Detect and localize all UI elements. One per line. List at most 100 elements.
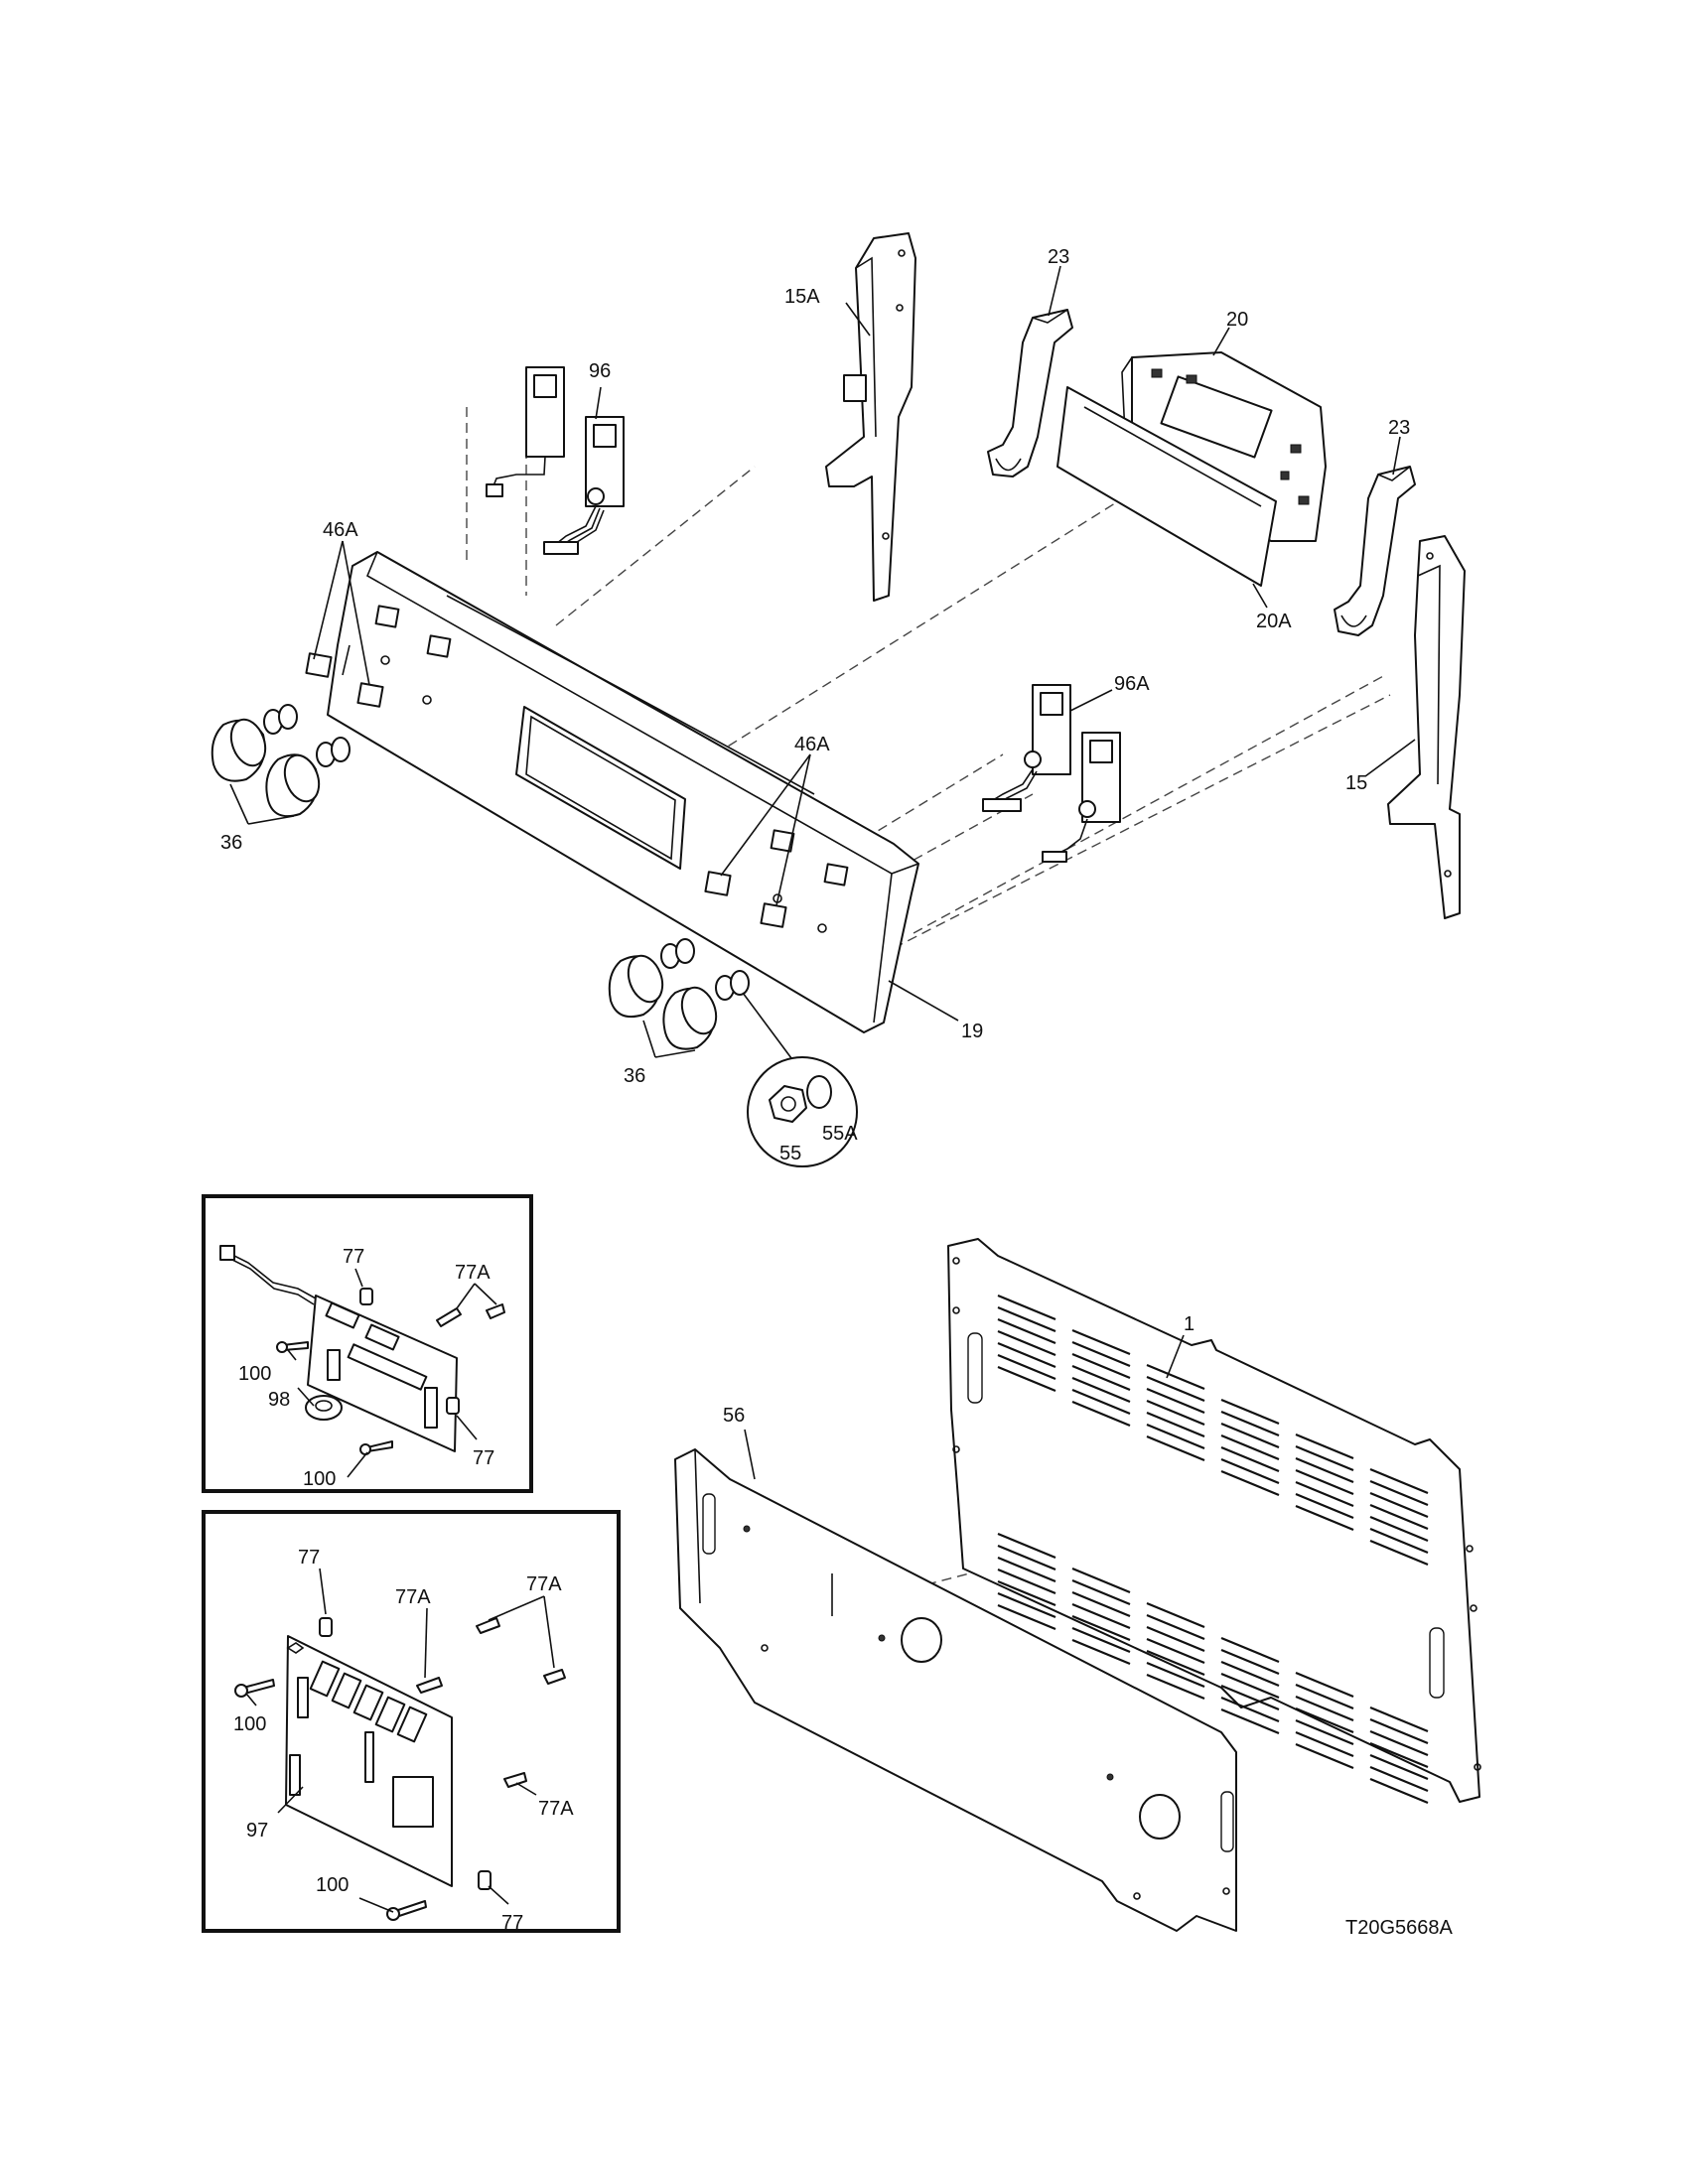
louver-slot [997, 1544, 1056, 1571]
nut-washer-detail-circle [742, 992, 858, 1167]
louver-slot [1071, 1340, 1131, 1368]
louver-slot [1220, 1707, 1280, 1735]
callout-96: 96 [589, 360, 611, 382]
louver-slot [1146, 1673, 1205, 1701]
louver-slot [1146, 1601, 1205, 1629]
callout-23-upper: 23 [1048, 246, 1069, 268]
louver-slot [1295, 1683, 1354, 1710]
louver-slot [997, 1556, 1056, 1583]
louver-slot [1220, 1410, 1280, 1437]
callout-55a: 55A [822, 1123, 858, 1145]
louver-slot [1295, 1468, 1354, 1496]
louver-slot [1220, 1398, 1280, 1426]
louver-slot [1295, 1444, 1354, 1472]
louver-slot [1071, 1376, 1131, 1404]
louver-slot [1071, 1328, 1131, 1356]
main-leader-lines [229, 265, 1416, 1480]
inset2-callout-77a-middle: 77A [538, 1798, 574, 1820]
louver-slot [1369, 1753, 1429, 1781]
louver-slot [1146, 1661, 1205, 1689]
louver-slot [1369, 1467, 1429, 1495]
electronic-control-20 [1121, 351, 1327, 542]
louver-slot [1071, 1400, 1131, 1428]
louver-slot [997, 1329, 1056, 1357]
callout-56: 56 [723, 1405, 745, 1427]
louver-slot [1295, 1718, 1354, 1746]
callout-55: 55 [779, 1143, 801, 1164]
knobs-36 [211, 715, 722, 1050]
louver-slot [1295, 1492, 1354, 1520]
callout-20a: 20A [1256, 611, 1292, 632]
louver-slot [1369, 1717, 1429, 1745]
louver-slot [1369, 1777, 1429, 1805]
louver-slot [1295, 1433, 1354, 1460]
louver-slot [1369, 1539, 1429, 1567]
louver-slot [997, 1532, 1056, 1560]
louver-slot [1295, 1480, 1354, 1508]
louver-slot [1146, 1613, 1205, 1641]
callout-15: 15 [1345, 772, 1367, 794]
louver-slot [997, 1568, 1056, 1595]
louver-slot [1146, 1375, 1205, 1403]
callout-15a: 15A [784, 286, 820, 308]
louver-slot [1369, 1765, 1429, 1793]
knob-upper-left[interactable] [211, 715, 271, 782]
louver-slot [997, 1294, 1056, 1321]
side-bracket-15a [825, 232, 916, 602]
inset1-callout-77a: 77A [455, 1262, 491, 1284]
inset2-callout-77a-left: 77A [395, 1586, 431, 1608]
louver-slot [997, 1341, 1056, 1369]
louver-slot [1146, 1649, 1205, 1677]
switch-assembly-96a [982, 684, 1121, 863]
knob-lower-right[interactable] [662, 983, 722, 1050]
back-panel-1 [947, 1238, 1481, 1803]
callout-1: 1 [1184, 1313, 1195, 1335]
inset-box-control-board-98 [202, 1194, 533, 1493]
louver-slot [1220, 1422, 1280, 1449]
louver-slot [1369, 1729, 1429, 1757]
louver-slot [1071, 1567, 1131, 1594]
callout-20: 20 [1226, 309, 1248, 331]
louver-slot [1146, 1363, 1205, 1391]
louver-slot [1369, 1479, 1429, 1507]
louver-slot [1369, 1741, 1429, 1769]
louver-slot [1295, 1706, 1354, 1734]
louver-slot [1071, 1364, 1131, 1392]
louver-slot [1295, 1695, 1354, 1722]
drawing-code: T20G5668A [1345, 1917, 1454, 1939]
control-overlay-20a [1056, 386, 1277, 587]
callout-46a-lower: 46A [794, 734, 830, 755]
callout-labels: 15A 23 20 23 20A 96 96A 15 19 46A 46A 36… [220, 246, 1454, 1939]
louver-slot [997, 1317, 1056, 1345]
louver-slot [1220, 1636, 1280, 1664]
louver-slot [1146, 1411, 1205, 1438]
switch-clips-46a [305, 652, 787, 928]
louver-slot [1220, 1660, 1280, 1688]
louver-slot [1146, 1399, 1205, 1427]
louver-slot [1369, 1706, 1429, 1733]
louver-slot [1071, 1602, 1131, 1630]
louver-slot [1146, 1625, 1205, 1653]
louver-slot [1071, 1590, 1131, 1618]
louver-slot [1220, 1696, 1280, 1723]
louver-slot [1146, 1434, 1205, 1462]
louver-slot [1295, 1671, 1354, 1699]
knob-lower-left[interactable] [608, 951, 668, 1019]
louver-slot [1295, 1456, 1354, 1484]
louver-slot [1369, 1515, 1429, 1543]
louver-slot [997, 1579, 1056, 1607]
back-panel-louvers [997, 1294, 1429, 1805]
knob-upper-right[interactable] [265, 751, 325, 818]
side-bracket-15 [1387, 535, 1466, 919]
callout-36-upper: 36 [220, 832, 242, 854]
louver-slot [997, 1365, 1056, 1393]
louver-slot [1146, 1423, 1205, 1450]
end-cap-23-lower [1334, 466, 1416, 636]
louver-slot [1369, 1527, 1429, 1555]
louver-slot [1369, 1503, 1429, 1531]
lower-panel-56 [674, 1448, 1237, 1932]
inset1-callout-100-top: 100 [238, 1363, 271, 1385]
louver-slot [1369, 1491, 1429, 1519]
louver-slot [997, 1305, 1056, 1333]
